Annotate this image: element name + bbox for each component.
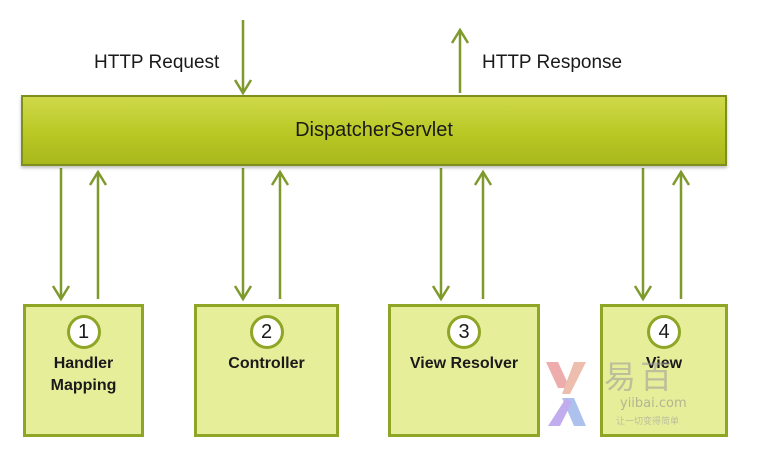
controller-up-arrow xyxy=(270,169,290,299)
handler-mapping-label: Handler Mapping xyxy=(47,353,121,397)
handler-mapping-up-arrow xyxy=(88,169,108,299)
handler-mapping-box: 1 Handler Mapping xyxy=(23,304,144,437)
view-up-arrow xyxy=(671,169,691,299)
view-label: View xyxy=(645,355,683,372)
step-number-badge: 3 xyxy=(447,315,481,349)
controller-box: 2 Controller xyxy=(194,304,339,437)
dispatcher-servlet-label: DispatcherServlet xyxy=(295,119,453,141)
http-request-label: HTTP Request xyxy=(94,52,220,73)
handler-mapping-line-2: Mapping xyxy=(50,377,117,394)
http-response-label: HTTP Response xyxy=(482,52,623,73)
controller-down-arrow xyxy=(233,168,253,302)
view-resolver-box: 3 View Resolver xyxy=(388,304,540,437)
handler-mapping-line-1: Handler xyxy=(53,355,114,372)
step-number-badge: 1 xyxy=(66,315,101,349)
controller-label: Controller xyxy=(228,355,305,372)
step-number-badge: 4 xyxy=(647,315,681,349)
step-number-badge: 2 xyxy=(249,315,284,349)
http-response-arrow xyxy=(450,27,470,93)
dispatcher-servlet-box: DispatcherServlet xyxy=(21,95,727,166)
handler-mapping-down-arrow xyxy=(51,168,71,302)
view-box: 4 View xyxy=(600,304,728,437)
view-down-arrow xyxy=(633,168,653,302)
http-request-arrow xyxy=(233,20,253,96)
view-resolver-down-arrow xyxy=(431,168,451,302)
view-resolver-label: View Resolver xyxy=(409,355,519,372)
view-resolver-up-arrow xyxy=(473,169,493,299)
